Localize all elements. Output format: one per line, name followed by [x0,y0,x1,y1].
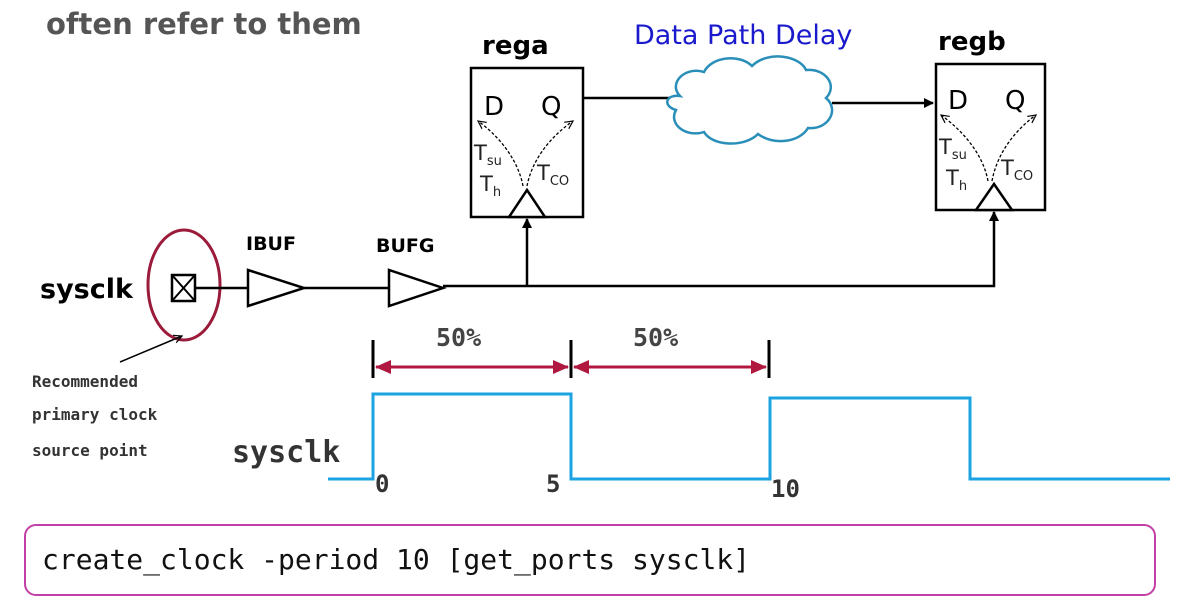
regb-box [934,62,1047,212]
regb-setup-arc [941,115,989,182]
regb-clock-triangle [973,181,1015,212]
ibuf-buffer-symbol [246,268,309,308]
note-pointer-arrow [119,336,182,363]
rega-tsu-label: Tsu [473,141,502,169]
data-path-delay-cloud [666,55,834,145]
sysclk-port-label: sysclk [40,274,134,305]
note-line-3: source point [32,441,148,460]
rega-d-pin: D [484,92,504,122]
sysclk-pad-cross-b [171,274,196,302]
create-clock-command: create_clock -period 10 [get_ports syscl… [42,543,751,576]
sysclk-waveform [328,392,1170,481]
regb-tco-label: TCO [1000,156,1033,184]
tick-5: 5 [546,470,560,498]
heading-text: often refer to them [46,7,362,41]
bufg-buffer-symbol [387,268,447,308]
data-path-delay-label: Data Path Delay [634,20,852,51]
note-line-1: Recommended [32,372,138,391]
rega-th-label: Th [479,172,501,200]
regb-name: regb [938,27,1006,57]
rega-setup-arc [478,121,524,187]
rega-clock-to-q-arc [526,121,573,187]
waveform-signal-label: sysclk [232,435,340,470]
regb-clock-to-q-arc [991,115,1036,182]
rega-name: rega [482,31,549,61]
constraint-command-box: create_clock -period 10 [get_ports syscl… [24,524,1156,596]
clock-net-to-regb [443,211,999,288]
regb-tsu-label: Tsu [938,135,967,163]
rega-tco-label: TCO [536,161,569,189]
tick-10: 10 [771,475,800,503]
regb-d-pin: D [948,86,968,116]
bufg-label: BUFG [376,235,434,257]
note-line-2: primary clock [32,405,158,424]
rega-q-pin: Q [541,92,561,122]
regb-q-pin: Q [1005,86,1025,116]
tick-0: 0 [375,470,389,498]
ibuf-label: IBUF [246,233,296,255]
duty-left-label: 50% [436,323,481,352]
regb-th-label: Th [945,166,967,194]
rega-clock-triangle [506,187,548,219]
primary-clock-port-circle [146,228,222,342]
duty-right-label: 50% [633,323,678,352]
